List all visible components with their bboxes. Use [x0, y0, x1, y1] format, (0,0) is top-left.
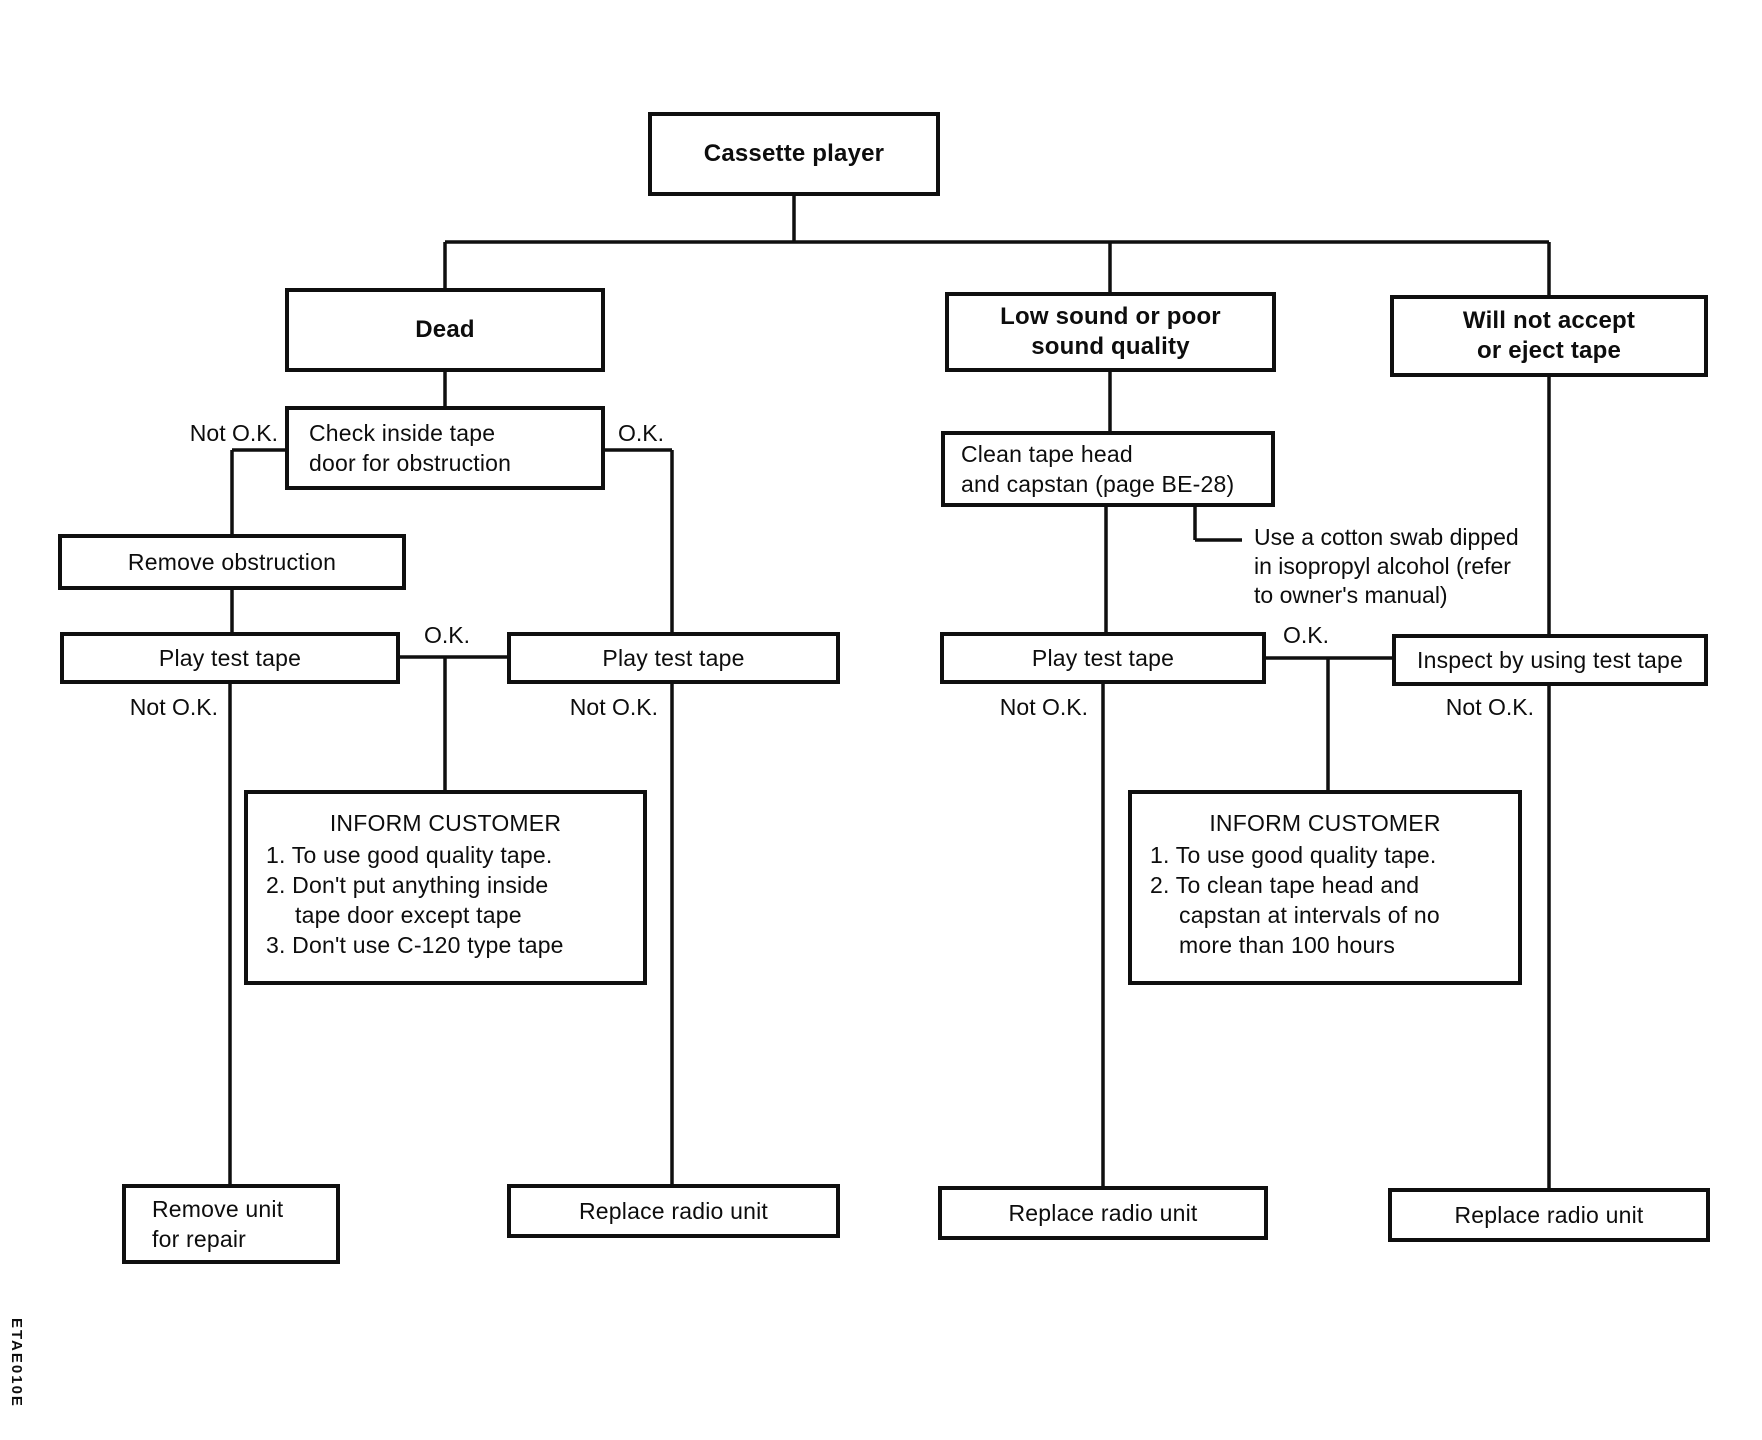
note-cotton-swab-line3: to owner's manual): [1254, 582, 1448, 608]
box-replace-radio-2: Replace radio unit: [938, 1186, 1268, 1240]
box-check-tape-door-line2: door for obstruction: [309, 450, 512, 476]
box-remove-unit-line1: Remove unit: [152, 1196, 284, 1222]
box-play-test-tape-2-label: Play test tape: [602, 645, 745, 671]
label-not-ok-play-1: Not O.K.: [129, 694, 218, 720]
box-play-test-tape-2: Play test tape: [507, 632, 840, 684]
box-inspect-test-tape-label: Inspect by using test tape: [1416, 647, 1684, 673]
label-not-ok-play-2: Not O.K.: [569, 694, 658, 720]
box-inform-customer-left: INFORM CUSTOMER 1. To use good quality t…: [244, 790, 647, 985]
box-low-sound-line1: Low sound or poor: [1000, 303, 1221, 330]
box-check-tape-door: Check inside tape door for obstruction: [285, 406, 605, 490]
box-cassette-player-label: Cassette player: [703, 140, 885, 167]
box-remove-unit: Remove unit for repair: [122, 1184, 340, 1264]
box-replace-radio-2-label: Replace radio unit: [1008, 1200, 1198, 1226]
inform-right-item1: 1. To use good quality tape.: [1150, 842, 1437, 868]
box-remove-obstruction-label: Remove obstruction: [127, 549, 337, 575]
box-will-not-accept: Will not accept or eject tape: [1390, 295, 1708, 377]
box-remove-obstruction: Remove obstruction: [58, 534, 406, 590]
note-cotton-swab-line1: Use a cotton swab dipped: [1254, 524, 1519, 550]
label-ok-play-right: O.K.: [1283, 622, 1330, 648]
box-will-not-accept-line2: or eject tape: [1477, 337, 1621, 364]
inform-left-item2b: tape door except tape: [295, 902, 522, 928]
box-low-sound-line2: sound quality: [1031, 333, 1190, 360]
inform-right-item2b: capstan at intervals of no: [1179, 902, 1440, 928]
box-inspect-test-tape: Inspect by using test tape: [1392, 634, 1708, 686]
box-dead-label: Dead: [415, 316, 475, 343]
box-clean-tape-head-line1: Clean tape head: [961, 441, 1133, 467]
box-low-sound: Low sound or poor sound quality: [945, 292, 1276, 372]
box-replace-radio-1-label: Replace radio unit: [579, 1198, 768, 1224]
note-cotton-swab: Use a cotton swab dipped in isopropyl al…: [1254, 523, 1519, 610]
inform-left-item1: 1. To use good quality tape.: [266, 842, 553, 868]
box-replace-radio-3: Replace radio unit: [1388, 1188, 1710, 1242]
box-check-tape-door-line1: Check inside tape: [309, 420, 496, 446]
figure-code: ETAE010E: [8, 1318, 25, 1408]
label-ok-play-left: O.K.: [424, 622, 471, 648]
box-play-test-tape-3-label: Play test tape: [1031, 645, 1175, 671]
inform-left-item3: 3. Don't use C-120 type tape: [266, 932, 564, 958]
label-not-ok-inspect: Not O.K.: [1445, 694, 1534, 720]
label-not-ok-check: Not O.K.: [189, 420, 278, 446]
box-clean-tape-head: Clean tape head and capstan (page BE-28): [941, 431, 1275, 507]
box-dead: Dead: [285, 288, 605, 372]
box-replace-radio-1: Replace radio unit: [507, 1184, 840, 1238]
box-cassette-player: Cassette player: [648, 112, 940, 196]
box-clean-tape-head-line2: and capstan (page BE-28): [961, 471, 1235, 497]
label-ok-check: O.K.: [618, 420, 665, 446]
box-play-test-tape-3: Play test tape: [940, 632, 1266, 684]
inform-left-item2: 2. Don't put anything inside: [266, 872, 549, 898]
box-play-test-tape-1-label: Play test tape: [158, 645, 302, 671]
inform-right-item2c: more than 100 hours: [1179, 932, 1396, 958]
box-play-test-tape-1: Play test tape: [60, 632, 400, 684]
inform-left-title: INFORM CUSTOMER: [329, 810, 562, 836]
inform-right-item2: 2. To clean tape head and: [1150, 872, 1420, 898]
box-will-not-accept-line1: Will not accept: [1462, 307, 1636, 334]
box-remove-unit-line2: for repair: [152, 1226, 247, 1252]
label-not-ok-play-3: Not O.K.: [999, 694, 1088, 720]
inform-right-title: INFORM CUSTOMER: [1209, 810, 1441, 836]
box-replace-radio-3-label: Replace radio unit: [1454, 1202, 1644, 1228]
note-cotton-swab-line2: in isopropyl alcohol (refer: [1254, 553, 1511, 579]
box-inform-customer-right: INFORM CUSTOMER 1. To use good quality t…: [1128, 790, 1522, 985]
